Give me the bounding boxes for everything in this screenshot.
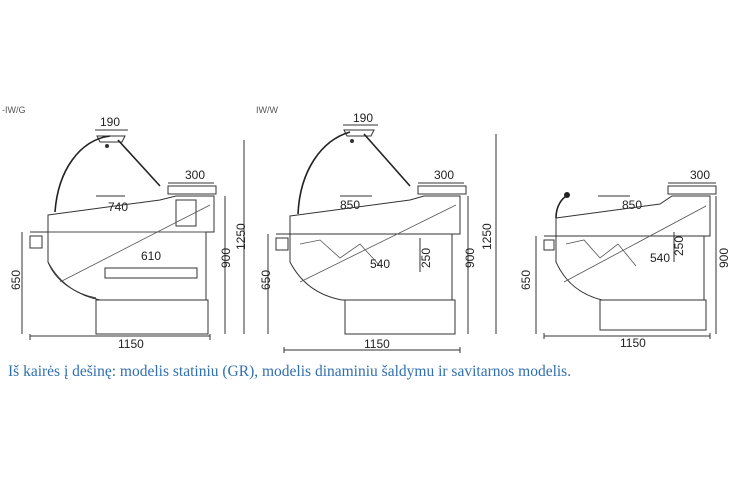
drawing-static-model: 190 300 740 610 900 1250 650: [9, 115, 248, 351]
figure-caption: Iš kairės į dešinę: modelis statiniu (GR…: [8, 363, 572, 380]
dim-label-190: 190: [353, 111, 373, 125]
dim-label-1250: 1250: [480, 223, 494, 250]
front-glass: [297, 131, 351, 215]
lamp-bulb: [105, 144, 109, 148]
dim-label-300: 300: [185, 168, 205, 182]
dim-label-900: 900: [463, 248, 477, 268]
stand: [95, 299, 209, 335]
dim-label-250: 250: [419, 248, 433, 268]
diagonal: [299, 204, 457, 283]
diagonal: [563, 205, 707, 283]
lower-tray: [104, 267, 198, 279]
cabinet-top: [289, 195, 461, 235]
stand: [599, 299, 707, 331]
dim-label-900: 900: [717, 248, 731, 268]
dim-label-540: 540: [370, 257, 390, 271]
cabinet-base: [276, 233, 453, 301]
front-glass: [54, 135, 111, 213]
lamp-housing: [96, 135, 126, 143]
dim-label-1150: 1150: [620, 336, 646, 350]
dim-label-300: 300: [690, 168, 710, 182]
dim-label-650: 650: [519, 270, 533, 290]
dim-label-1150: 1150: [364, 337, 390, 351]
front-curve: [47, 261, 97, 299]
dim-label-190: 190: [100, 115, 120, 129]
rear-compartment: [175, 199, 197, 227]
lamp-bulb: [350, 139, 354, 143]
dim-label-850: 850: [340, 198, 360, 212]
dim-label-740: 740: [108, 200, 128, 214]
stand: [344, 299, 456, 335]
dim-label-1150: 1150: [118, 337, 144, 351]
cabinet-top: [47, 195, 215, 233]
rear-counter: [667, 185, 717, 195]
rear-counter: [417, 185, 467, 195]
front-handle: [275, 237, 289, 251]
dim-label-540: 540: [650, 251, 670, 265]
rear-counter: [167, 185, 217, 195]
top-glass: [363, 133, 411, 187]
top-glass: [117, 139, 161, 187]
diagonal-610: [59, 204, 211, 283]
dim-label-650: 650: [9, 270, 23, 290]
dim-label-900: 900: [219, 248, 233, 268]
dim-label-250: 250: [672, 236, 686, 256]
drawing-dynamic-model: 190 300 850 540 250 900 1250 650 1150: [259, 111, 497, 353]
front-handle: [543, 239, 555, 251]
dim-label-300: 300: [434, 168, 454, 182]
airflow-lines: [299, 239, 381, 267]
dim-label-1250: 1250: [234, 223, 248, 250]
drawing-self-service-model: 300 850 540 250 900 650 1150: [519, 168, 731, 350]
front-handle: [29, 235, 43, 249]
dim-label-850: 850: [622, 198, 642, 212]
header-label-middle: IW/W: [256, 105, 278, 115]
dim-label-650: 650: [259, 270, 273, 290]
header-label-left: -IW/G: [2, 105, 26, 115]
airflow-lines: [565, 239, 637, 267]
front-glass: [555, 195, 568, 219]
dim-label-610: 610: [141, 249, 161, 263]
cabinet-base: [30, 231, 207, 301]
